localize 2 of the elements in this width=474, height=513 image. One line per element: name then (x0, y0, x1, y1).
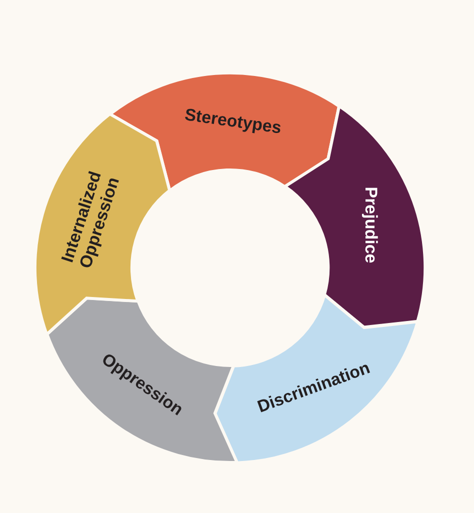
segment-label: Prejudice (360, 186, 380, 264)
segment-label: Stereotypes (183, 105, 282, 138)
